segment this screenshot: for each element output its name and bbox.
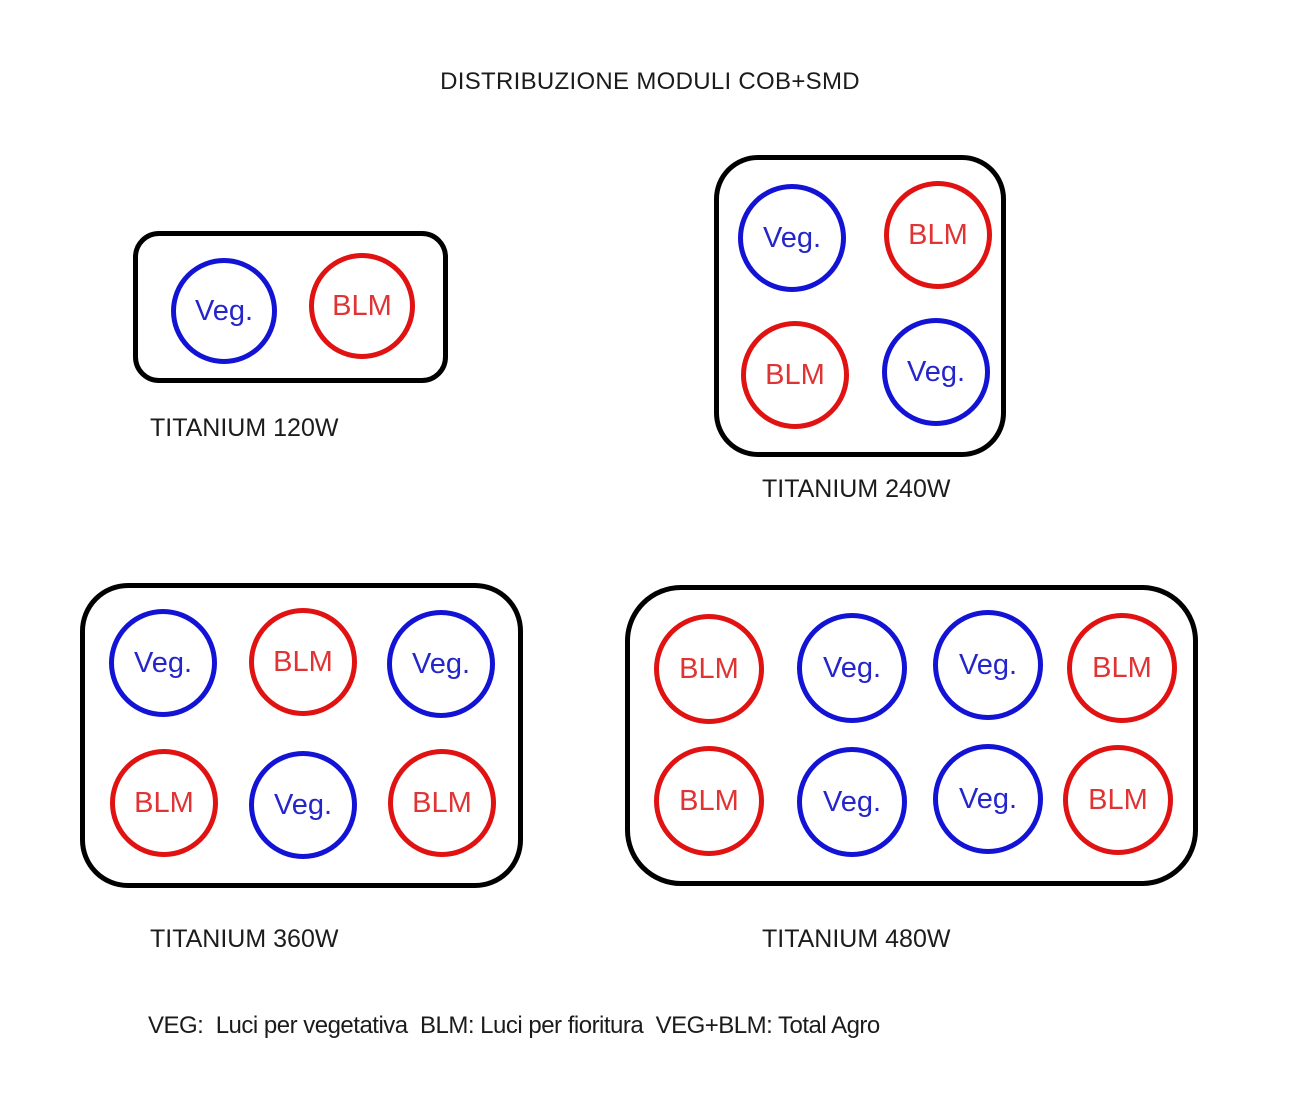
module-circle-veg: Veg. xyxy=(797,613,907,723)
module-circle-veg: Veg. xyxy=(387,610,495,718)
panel-label-titanium-480w: TITANIUM 480W xyxy=(762,925,951,953)
module-circle-veg: Veg. xyxy=(738,184,846,292)
panel-label-titanium-120w: TITANIUM 120W xyxy=(150,414,339,442)
panel-titanium-360w: Veg. BLM Veg. BLM Veg. BLM xyxy=(80,583,523,888)
module-circle-veg: Veg. xyxy=(933,610,1043,720)
panel-titanium-240w: Veg. BLM BLM Veg. xyxy=(714,155,1006,457)
module-circle-veg: Veg. xyxy=(882,318,990,426)
panel-label-titanium-240w: TITANIUM 240W xyxy=(762,475,951,503)
module-circle-blm: BLM xyxy=(388,749,496,857)
legend-text: VEG: Luci per vegetativa BLM: Luci per f… xyxy=(148,1012,880,1039)
module-circle-veg: Veg. xyxy=(109,609,217,717)
module-circle-blm: BLM xyxy=(249,608,357,716)
module-circle-veg: Veg. xyxy=(171,258,277,364)
module-circle-veg: Veg. xyxy=(249,751,357,859)
panel-label-titanium-360w: TITANIUM 360W xyxy=(150,925,339,953)
module-circle-blm: BLM xyxy=(1063,745,1173,855)
module-circle-blm: BLM xyxy=(309,253,415,359)
module-circle-blm: BLM xyxy=(1067,613,1177,723)
module-circle-blm: BLM xyxy=(654,614,764,724)
module-circle-blm: BLM xyxy=(884,181,992,289)
module-circle-blm: BLM xyxy=(654,746,764,856)
module-circle-veg: Veg. xyxy=(797,747,907,857)
module-circle-veg: Veg. xyxy=(933,744,1043,854)
diagram-title: DISTRIBUZIONE MODULI COB+SMD xyxy=(440,68,860,95)
module-circle-blm: BLM xyxy=(110,749,218,857)
module-circle-blm: BLM xyxy=(741,321,849,429)
panel-titanium-120w: Veg. BLM xyxy=(133,231,448,383)
